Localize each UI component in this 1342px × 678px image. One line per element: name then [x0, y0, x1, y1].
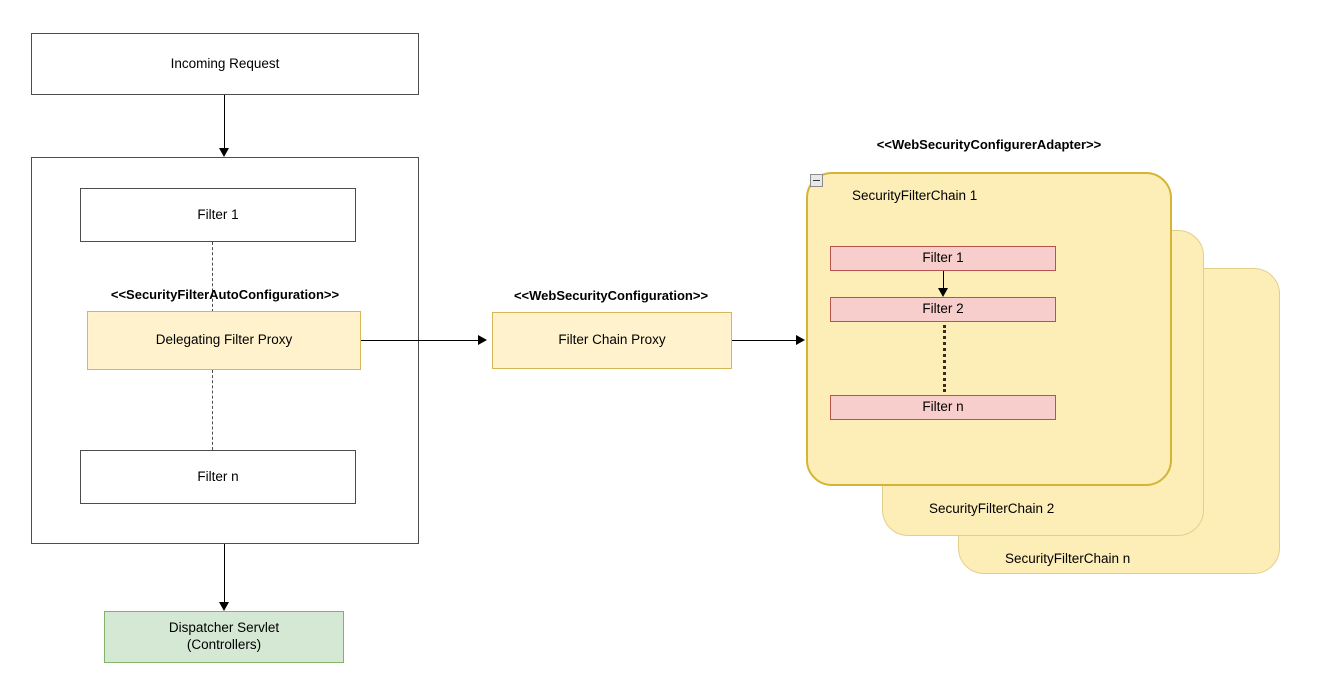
minus-glyph	[813, 179, 820, 182]
arrowhead-chainproxy-to-chain1	[796, 335, 805, 345]
connector-proxy-to-filtern	[212, 370, 213, 450]
connector-container-to-dispatcher	[224, 544, 225, 604]
security-filter-chain-1-panel[interactable]	[806, 172, 1172, 486]
arrowhead-incoming-to-container	[219, 148, 229, 157]
security-filter-chain-1-label: SecurityFilterChain 1	[852, 188, 978, 203]
delegating-filter-proxy-box[interactable]: Delegating Filter Proxy	[87, 311, 361, 370]
stereotype-web-security-configuration: <<WebSecurityConfiguration>>	[513, 288, 709, 303]
filter-chain-proxy-label: Filter Chain Proxy	[558, 332, 666, 348]
stereotype-web-security-configurer-adapter: <<WebSecurityConfigurerAdapter>>	[876, 137, 1102, 152]
servlet-container-box	[31, 157, 419, 544]
connector-incoming-to-container	[224, 95, 225, 149]
dispatcher-servlet-box[interactable]: Dispatcher Servlet (Controllers)	[104, 611, 344, 663]
incoming-request-box[interactable]: Incoming Request	[31, 33, 419, 95]
arrowhead-proxy-to-chainproxy	[478, 335, 487, 345]
chain-filter-1-label: Filter 1	[922, 250, 964, 266]
chain-filter-n-label: Filter n	[922, 399, 964, 415]
chain-filter-1-box[interactable]: Filter 1	[830, 246, 1056, 271]
chain-filter-2-label: Filter 2	[922, 301, 964, 317]
filter-n-label: Filter n	[197, 468, 239, 484]
arrowhead-chain-filter1-to-filter2	[938, 288, 948, 297]
chain-filter-n-box[interactable]: Filter n	[830, 395, 1056, 420]
filter-chain-proxy-box[interactable]: Filter Chain Proxy	[492, 312, 732, 369]
stereotype-security-filter-autoconfiguration: <<SecurityFilterAutoConfiguration>>	[110, 287, 340, 302]
connector-chain-filter2-to-filtern	[943, 325, 946, 392]
dispatcher-servlet-line-2: (Controllers)	[186, 637, 262, 652]
connector-proxy-to-chainproxy	[361, 340, 480, 341]
filter-1-box[interactable]: Filter 1	[80, 188, 356, 242]
filter-n-box[interactable]: Filter n	[80, 450, 356, 504]
connector-filter1-to-proxy	[212, 242, 213, 312]
chain-filter-2-box[interactable]: Filter 2	[830, 297, 1056, 322]
filter-1-label: Filter 1	[197, 206, 239, 222]
delegating-filter-proxy-label: Delegating Filter Proxy	[155, 332, 293, 348]
connector-chainproxy-to-chain1	[732, 340, 798, 341]
dispatcher-servlet-line-1: Dispatcher Servlet	[168, 620, 280, 636]
incoming-request-label: Incoming Request	[170, 55, 280, 71]
security-filter-chain-2-label: SecurityFilterChain 2	[929, 501, 1055, 516]
security-filter-chain-n-label: SecurityFilterChain n	[1005, 551, 1131, 566]
arrowhead-container-to-dispatcher	[219, 602, 229, 611]
minus-icon[interactable]	[810, 174, 823, 187]
connector-chain-filter1-to-filter2	[943, 271, 944, 289]
